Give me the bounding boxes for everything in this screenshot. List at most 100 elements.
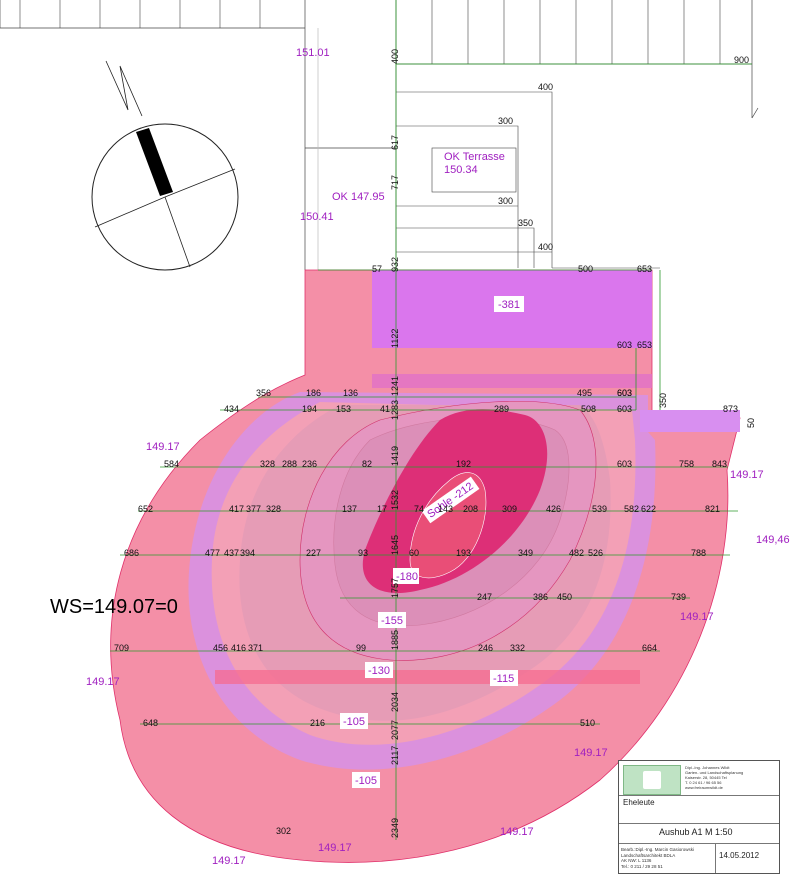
dim-label: 603 [617,340,632,350]
dim-label: 17 [377,504,387,514]
axis-dim: 1757 [390,578,400,598]
dim-label: 686 [124,548,139,558]
dim-label: 653 [637,340,652,350]
axis-dim: 1241 [390,376,400,396]
depth-tag: -115 [493,673,514,685]
dim-label: 60 [409,548,419,558]
dim-label: 434 [224,404,239,414]
dim-label: 350 [658,393,668,408]
axis-dim: 2034 [390,692,400,712]
terrace-dimensions: 900 400 300 300 350 400 500 57 653 603 6… [372,55,756,428]
water-level-label: WS=149.07=0 [50,596,178,618]
axis-dim: 2117 [390,746,400,765]
author-line: Landschaftsarchitekt BDLA [621,852,676,858]
dim-label: 236 [302,459,317,469]
dim-label: 417 [229,504,244,514]
dim-label: 208 [463,504,478,514]
depth-tag: -381 [498,299,520,311]
dim-label: 99 [356,643,366,653]
axis-dim: 1532 [390,490,400,510]
elevation-label: 151.01 [296,47,330,59]
office-line: Garten- und Landschaftsplanung [685,770,744,775]
dim-label: 900 [734,55,749,65]
divider [619,843,779,844]
dim-label: 227 [306,548,321,558]
dim-label: 328 [260,459,275,469]
dim-label: 74 [414,504,424,514]
depth-tag: -130 [368,665,390,677]
dim-label: 526 [588,548,603,558]
elevation-label: 149.17 [500,826,534,838]
drawing-date: 14.05.2012 [719,851,760,860]
axis-dim: 1122 [390,329,400,348]
elevation-label: 149.17 [318,842,352,854]
office-line: www.freiraumwildt.de [685,785,723,790]
axis-dim: 1645 [390,535,400,555]
dim-label: 582 [624,504,639,514]
depth-tag: -155 [381,615,403,627]
axis-dimensions: 400 617 717 932 1122 1241 1283 1419 1532… [390,49,400,838]
dim-label: 82 [362,459,372,469]
dim-label: 603 [617,388,632,398]
dim-label: 332 [510,643,525,653]
axis-dim: 1419 [390,446,400,466]
dim-label: 300 [498,116,513,126]
dim-label: 584 [164,459,179,469]
office-address: Dipl.-Ing. Johannes Wildt Garten- und La… [685,765,775,790]
dim-label: 664 [642,643,657,653]
terrace-steps [396,91,660,269]
office-line: Kaiserstr. 28, 50445 Tel [685,775,727,780]
axis-dim: 1885 [390,630,400,650]
dim-label: 500 [578,264,593,274]
dim-label: 194 [302,404,317,414]
dim-label: 603 [617,404,632,414]
elevation-label: 149.17 [212,855,246,867]
dim-label: 349 [518,548,533,558]
dim-label: 437 [224,548,239,558]
dim-label: 41 [380,404,390,414]
dim-label: 416 [231,643,246,653]
dim-label: 289 [494,404,509,414]
dim-label: 371 [248,643,263,653]
office-line: Dipl.-Ing. Johannes Wildt [685,765,730,770]
dim-label: 603 [617,388,632,398]
dim-label: 136 [343,388,358,398]
dim-label: 137 [342,504,357,514]
dim-label: 648 [143,718,158,728]
dim-label: 386 [533,592,548,602]
author-line: Tel.: 0 211 / 29 28 51 [621,863,663,869]
elevation-label: 149.17 [146,441,180,453]
row-dimensions: 356 186 136 495 603 434 194 153 41 289 5… [114,388,727,836]
dim-label: 57 [372,264,382,274]
dim-label: 758 [679,459,694,469]
author-info: Bearb.:Dipl.-Ing. Marcin Gasiorowski Lan… [621,847,713,869]
client-name: Eheleute [623,798,655,807]
dim-label: 653 [637,264,652,274]
dim-label: 788 [691,548,706,558]
divider [715,843,716,873]
dim-label: 186 [306,388,321,398]
axis-dim: 1283 [390,400,400,420]
dim-label: 456 [213,643,228,653]
dim-label: 356 [256,388,271,398]
depth-tag: -180 [396,571,418,583]
axis-dim: 617 [390,135,400,150]
north-compass [91,60,239,271]
dim-label: 216 [310,718,325,728]
dim-label: 709 [114,643,129,653]
dim-label: 482 [569,548,584,558]
dim-label: 300 [498,196,513,206]
divider [619,795,779,796]
dim-label: 328 [266,504,281,514]
roof-grid [19,0,721,64]
dim-label: 93 [358,548,368,558]
dim-label: 477 [205,548,220,558]
dim-label: 400 [538,242,553,252]
dim-label: 377 [246,504,261,514]
dim-label: 450 [557,592,572,602]
dim-label: 652 [138,504,153,514]
elevation-label: OK 147.95 [332,191,385,203]
dim-label: 288 [282,459,297,469]
dim-label: 246 [478,643,493,653]
elevation-label: 149.17 [680,611,714,623]
